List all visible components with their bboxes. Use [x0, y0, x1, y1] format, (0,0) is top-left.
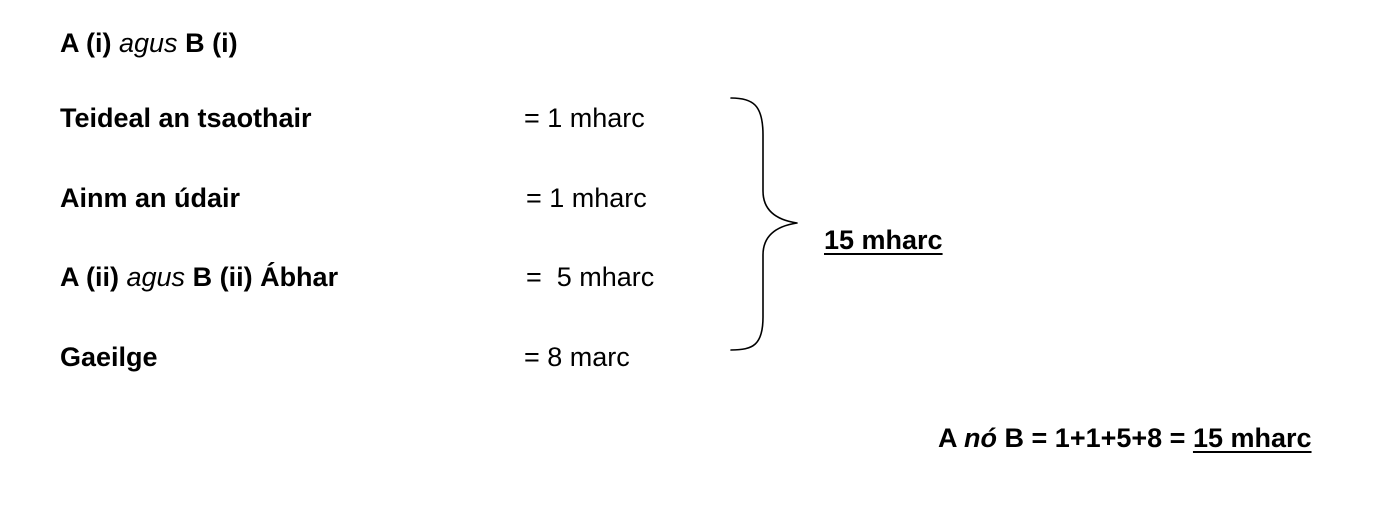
row-label-title: Teideal an tsaothair	[60, 103, 312, 133]
row-label-irish: Gaeilge	[60, 342, 158, 372]
content-part-b: B (ii) Ábhar	[192, 262, 339, 292]
summary-equation: B = 1+1+5+8 =	[1004, 423, 1186, 453]
summary-no: nó	[964, 423, 998, 453]
row-value-irish: = 8 marc	[524, 342, 630, 372]
row-label-author: Ainm an údair	[60, 183, 241, 213]
row-value-content: = 5 mharc	[526, 262, 655, 292]
header-agus: agus	[119, 28, 178, 58]
curly-brace-icon	[730, 97, 798, 351]
row-value-author: = 1 mharc	[526, 183, 647, 213]
header-part-a: A (i)	[60, 28, 112, 58]
row-value-title: = 1 mharc	[524, 103, 645, 133]
row-label-content: A (ii) agus B (ii) Ábhar	[60, 261, 338, 293]
summary-line: A nó B = 1+1+5+8 = 15 mharc	[938, 422, 1312, 454]
content-part-a: A (ii)	[60, 262, 119, 292]
summary-prefix: A	[938, 423, 957, 453]
section-header: A (i) agus B (i)	[60, 27, 238, 59]
content-agus: agus	[126, 262, 186, 292]
header-part-b: B (i)	[185, 28, 238, 58]
brace-total: 15 mharc	[824, 225, 943, 255]
summary-total: 15 mharc	[1192, 423, 1312, 453]
